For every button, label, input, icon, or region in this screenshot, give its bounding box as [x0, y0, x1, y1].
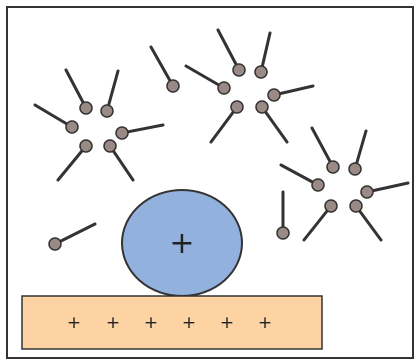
surfactant-molecules [33, 28, 410, 251]
micelle-cluster-right [279, 126, 410, 242]
micelle-cluster-top-right [184, 28, 315, 144]
particle-charge-label: + [169, 226, 194, 261]
free-molecule-top [149, 45, 180, 93]
substrate-charge: + [106, 313, 120, 333]
charged-substrate [21, 295, 323, 350]
substrate-charges: + + + + + + [67, 313, 272, 333]
substrate-charge: + [144, 313, 158, 333]
substrate-charge: + [67, 313, 81, 333]
free-molecule-right [276, 190, 290, 240]
substrate-charge: + [258, 313, 272, 333]
substrate-charge: + [220, 313, 234, 333]
free-molecule-left [48, 222, 97, 251]
micelle-cluster-left [33, 68, 165, 182]
substrate-charge: + [182, 313, 196, 333]
